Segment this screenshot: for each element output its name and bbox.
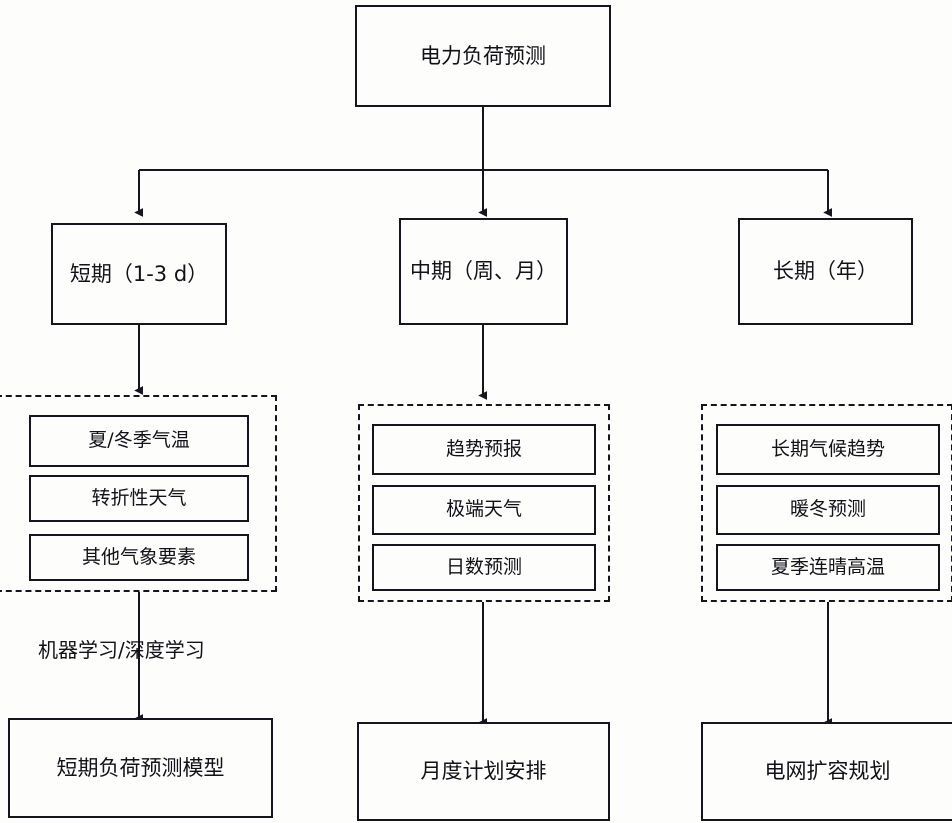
node-short-factor-1[interactable]: 夏/冬季气温 [29,415,249,467]
node-short-factor-3[interactable]: 其他气象要素 [29,534,249,581]
node-outcome-grid-expansion[interactable]: 电网扩容规划 [701,722,952,821]
node-outcome-short-model[interactable]: 短期负荷预测模型 [8,718,273,818]
node-long-factor-1[interactable]: 长期气候趋势 [716,424,940,475]
node-long-factor-3[interactable]: 夏季连晴高温 [716,544,940,591]
edge-label-machine-learning: 机器学习/深度学习 [38,638,205,662]
node-outcome-monthly-plan[interactable]: 月度计划安排 [357,722,610,821]
node-long-factor-2[interactable]: 暖冬预测 [716,485,940,535]
node-tier-long[interactable]: 长期（年） [738,218,913,325]
node-medium-factor-2[interactable]: 极端天气 [372,485,596,535]
group-medium-factors [358,404,610,602]
node-power-load-forecast[interactable]: 电力负荷预测 [355,5,611,107]
node-tier-medium[interactable]: 中期（周、月） [399,218,568,325]
connector-root-to-fanout [134,107,833,217]
node-medium-factor-3[interactable]: 日数预测 [372,544,596,591]
node-medium-factor-1[interactable]: 趋势预报 [372,424,596,475]
group-short-factors [0,395,277,592]
node-short-factor-2[interactable]: 转折性天气 [29,475,249,522]
node-tier-short[interactable]: 短期（1-3 d） [51,223,227,325]
